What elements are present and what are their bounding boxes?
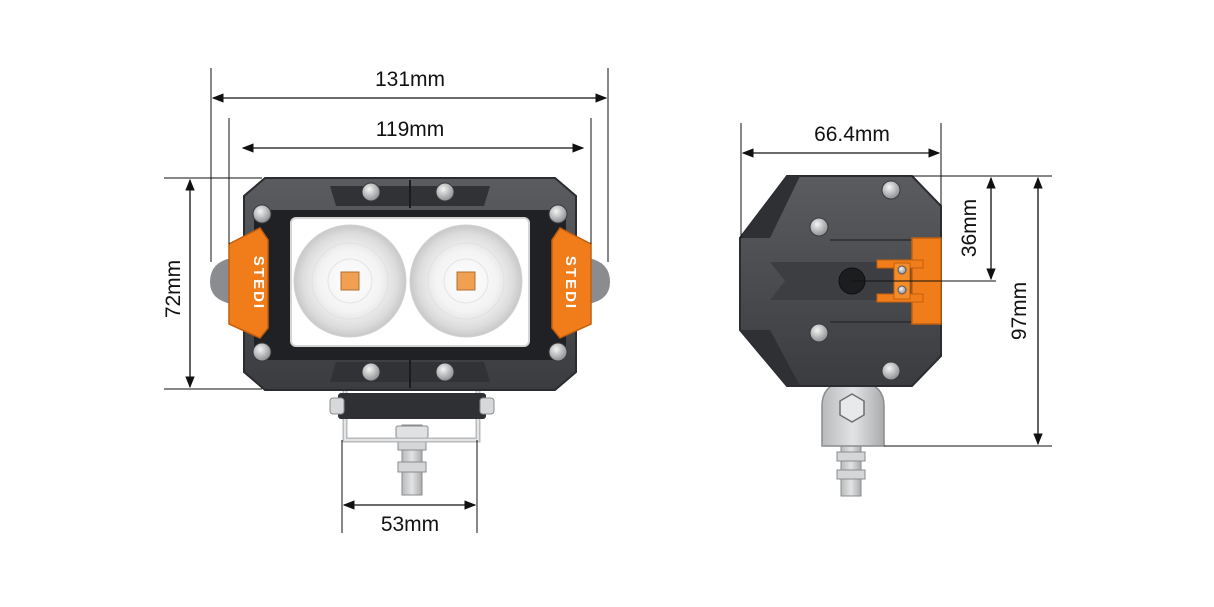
dim-mount-offset: 36mm bbox=[852, 175, 1052, 282]
screw bbox=[548, 204, 568, 224]
side-screws bbox=[809, 180, 901, 381]
dim-label-overall-width: 131mm bbox=[375, 68, 445, 91]
screw bbox=[252, 342, 272, 362]
dim-overall-height: 97mm bbox=[884, 176, 1052, 447]
brand-label-right: STEDI bbox=[562, 256, 579, 310]
screw bbox=[881, 361, 901, 381]
screw bbox=[809, 323, 829, 343]
dim-label-height: 72mm bbox=[162, 260, 185, 318]
led-chip-left bbox=[340, 271, 360, 291]
screw bbox=[252, 204, 272, 224]
dim-label-mount-offset: 36mm bbox=[958, 199, 981, 257]
front-accent-left: STEDI bbox=[228, 227, 269, 339]
front-view: STEDI STEDI bbox=[162, 68, 610, 536]
side-mount-bracket bbox=[821, 380, 885, 447]
side-view: 66.4mm 36mm 97mm bbox=[739, 123, 1052, 497]
dim-label-depth: 66.4mm bbox=[814, 123, 890, 146]
dim-label-mount-width: 119mm bbox=[376, 118, 444, 141]
screw bbox=[435, 362, 455, 382]
brand-label-left: STEDI bbox=[250, 256, 267, 310]
side-bolt bbox=[836, 439, 866, 497]
front-lens-window bbox=[290, 217, 530, 347]
dim-height: 72mm bbox=[162, 177, 262, 390]
dim-overall-width: 131mm bbox=[210, 68, 609, 262]
dim-mount-width: 119mm bbox=[228, 118, 592, 244]
dim-label-bracket-width: 53mm bbox=[381, 513, 439, 536]
hex-bolt-head bbox=[839, 393, 865, 423]
front-screws bbox=[252, 182, 568, 382]
screw bbox=[809, 217, 829, 237]
screw bbox=[435, 182, 455, 202]
screw bbox=[548, 342, 568, 362]
dim-depth: 66.4mm bbox=[740, 123, 942, 238]
dim-label-overall-height: 97mm bbox=[1008, 282, 1031, 340]
screw bbox=[361, 362, 381, 382]
dim-bracket-width: 53mm bbox=[341, 440, 478, 536]
led-chip-right bbox=[456, 271, 476, 291]
front-mount-bracket bbox=[329, 390, 495, 496]
front-side-knobs bbox=[210, 258, 610, 304]
front-accent-right: STEDI bbox=[551, 227, 592, 339]
screw bbox=[881, 180, 901, 200]
side-housing bbox=[739, 175, 942, 387]
screw bbox=[361, 182, 381, 202]
